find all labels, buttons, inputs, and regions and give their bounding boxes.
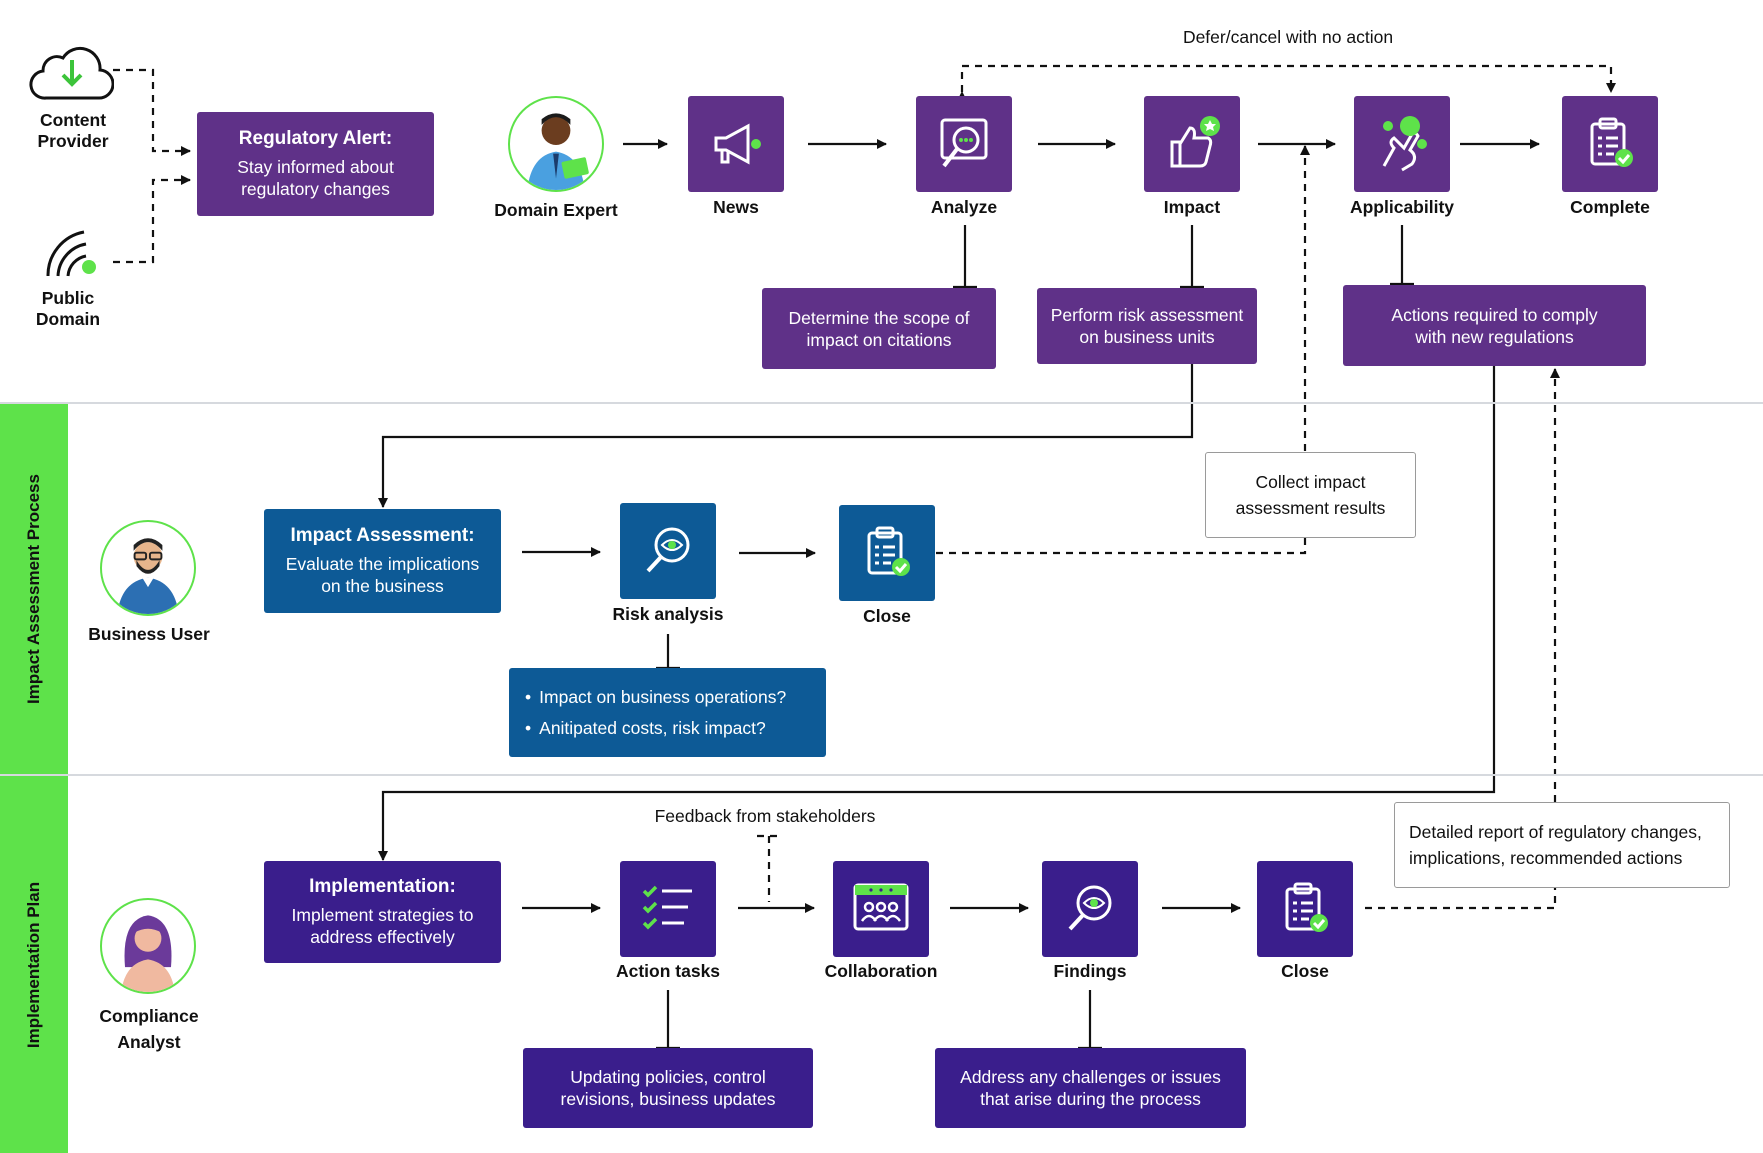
feedback-connector [757,834,781,902]
list-item: Anitipated costs, risk impact? [525,713,786,744]
risk-questions-list: Impact on business operations? Anitipate… [525,682,786,744]
impact-to-assessment-connector [378,364,1194,508]
applicability-note-box: Actions required to comply with new regu… [1343,285,1646,366]
list-item: Impact on business operations? [525,682,786,713]
applicability-tile [1354,96,1450,192]
clipboard-check-icon [1590,117,1633,167]
impact-label: Impact [1163,197,1221,217]
lane-bar-impact [0,404,68,774]
news-label: News [713,197,759,217]
findings-label: Findings [1053,961,1127,981]
megaphone-icon [714,123,761,165]
action-tasks-label: Action tasks [615,961,721,981]
magnify-eye-icon [646,527,690,573]
hand-touch-icon [1382,116,1427,172]
compliance-analyst-label: Compliance Analyst [99,1006,199,1052]
close-to-collect-connector [936,537,1307,555]
collaboration-label: Collaboration [824,961,938,981]
lane-label-implementation: Implementation Plan [24,881,43,1048]
thumbs-up-star-icon [1170,116,1220,168]
regulatory-alert-box: Regulatory Alert: Stay informed about re… [197,112,434,216]
business-user-label: Business User [88,624,210,644]
applicability-to-implementation-connector [378,366,1496,861]
risk-questions-box: Impact on business operations? Anitipate… [509,668,826,757]
lane-divider-top [0,402,1763,404]
analyze-tile [916,96,1012,192]
lane-divider-bottom [0,774,1763,776]
applicability-label: Applicability [1349,197,1455,217]
broadcast-signal-icon [42,222,98,280]
complete-label: Complete [1570,197,1650,217]
impact-assessment-text: Evaluate the implications on the busines… [285,554,480,596]
risk-analysis-tile [620,503,716,599]
risk-note-connector [656,634,680,670]
assessment-close-tile [839,505,935,601]
magnify-chat-icon [940,118,988,168]
tasks-note-box: Updating policies, control revisions, bu… [523,1048,813,1128]
regulatory-alert-title: Regulatory Alert: [238,128,393,149]
analyze-note-box: Determine the scope of impact on citatio… [762,288,996,369]
domain-expert-avatar [508,96,604,192]
clipboard-check-icon [1285,882,1328,932]
collect-results-note: Collect impact assessment results [1205,452,1416,538]
public-domain-connector [113,175,191,264]
impact-tile [1144,96,1240,192]
defer-loop-connector [957,64,1616,101]
business-user-avatar [100,520,196,616]
implementation-title: Implementation: [309,876,456,897]
impact-note-box: Perform risk assessment on business unit… [1037,288,1257,364]
complete-tile [1562,96,1658,192]
content-provider-connector [113,68,191,156]
analyze-label: Analyze [930,197,998,217]
findings-note-box: Address any challenges or issues that ar… [935,1048,1246,1128]
magnify-eye-icon [1068,885,1112,931]
cloud-download-icon [28,42,115,102]
feedback-label: Feedback from stakeholders [654,806,876,826]
findings-note-connector [1078,990,1102,1050]
public-domain-label: Public Domain [35,288,101,329]
clipboard-check-icon [867,526,910,576]
assessment-close-label: Close [863,606,911,626]
implementation-close-tile [1257,861,1353,957]
close-to-report-connector [1365,888,1557,910]
impact-assessment-box: Impact Assessment: Evaluate the implicat… [264,509,501,613]
impact-assessment-title: Impact Assessment: [290,525,475,546]
report-note: Detailed report of regulatory changes, i… [1394,802,1730,888]
action-tasks-tile [620,861,716,957]
checklist-icon [642,885,692,930]
findings-tile [1042,861,1138,957]
lane-bar-implementation [0,776,68,1153]
lane-label-impact: Impact Assessment Process [24,474,43,704]
domain-expert-label: Domain Expert [494,200,618,220]
news-tile [688,96,784,192]
risk-analysis-label: Risk analysis [612,604,724,624]
defer-cancel-label: Defer/cancel with no action [1182,27,1394,47]
regulatory-alert-text: Stay informed about regulatory changes [237,157,394,199]
content-provider-label: Content Provider [37,110,109,151]
analyze-note-connector [953,225,977,289]
implementation-box: Implementation: Implement strategies to … [264,861,501,963]
team-screen-icon [853,883,909,931]
compliance-analyst-avatar [100,898,196,994]
collaboration-tile [833,861,929,957]
applicability-note-connector [1390,225,1414,286]
implementation-close-label: Close [1281,961,1329,981]
tasks-note-connector [656,990,680,1050]
implementation-text: Implement strategies to address effectiv… [291,905,474,947]
impact-note-connector [1180,225,1204,289]
